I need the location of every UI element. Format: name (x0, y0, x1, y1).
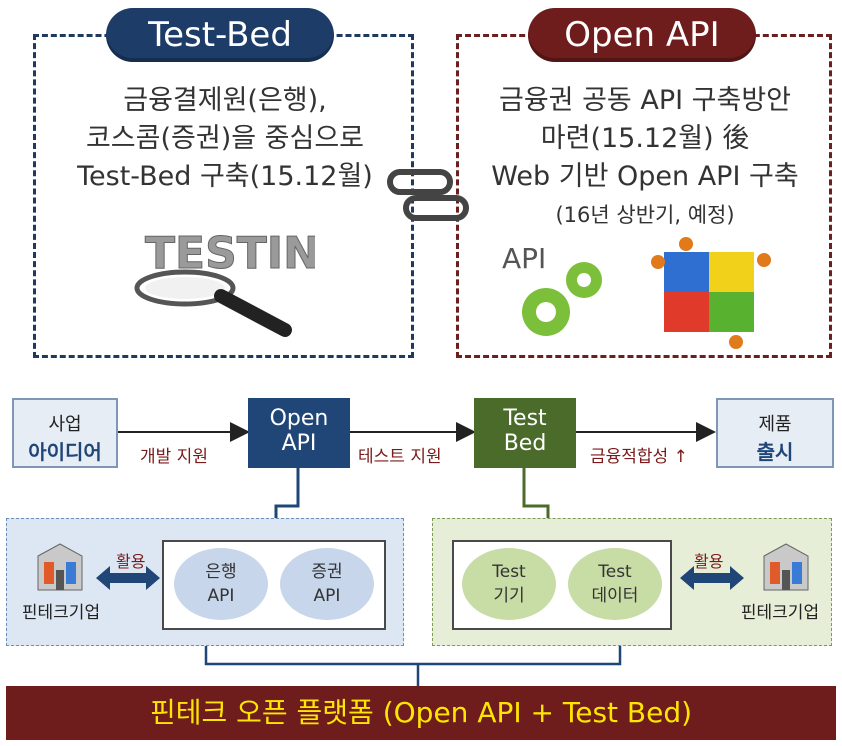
securities-api-ellipse: 증권 API (280, 548, 374, 620)
openapi-line3: Web 기반 Open API 구축 (491, 161, 799, 192)
chain-link-icon (387, 169, 469, 221)
right-fintech-company-label: 핀테크기업 (740, 603, 820, 623)
fintech-platform-bar: 핀테크 오픈 플랫폼 (Open API + Test Bed) (6, 686, 836, 740)
right-use-label: 활용 (694, 552, 724, 571)
securities-api-line2: API (313, 586, 341, 606)
product-line1: 제품 (758, 414, 792, 435)
building-icon (763, 543, 809, 591)
idea-line2: 아이디어 (28, 440, 102, 464)
openapi-flow-line1: Open (269, 406, 329, 431)
test-data-ellipse: Test 데이터 (568, 548, 662, 620)
gear-api-label: API (502, 242, 546, 275)
openapi-line2: 마련(15.12월) 後 (540, 123, 750, 154)
testbed-flow-box: Test Bed (474, 398, 576, 468)
testbed-line2: 코스콤(증권)을 중심으로 (85, 123, 365, 154)
openapi-line4: (16년 상반기, 예정) (555, 203, 735, 227)
bank-api-line1: 은행 (205, 562, 237, 582)
testbed-line1: 금융결제원(은행), (123, 85, 327, 116)
business-idea-box: 사업 아이디어 (12, 398, 118, 468)
product-launch-box: 제품 출시 (716, 398, 834, 468)
bank-api-line2: API (207, 586, 235, 606)
test-device-line1: Test (492, 562, 526, 582)
openapi-flow-line2: API (281, 431, 317, 456)
financial-fit-label: 금융적합성 ↑ (590, 447, 688, 467)
dev-support-label: 개발 지원 (140, 447, 208, 467)
openapi-title-pill: Open API (528, 8, 756, 62)
bank-api-ellipse: 은행 API (174, 548, 268, 620)
openapi-flow-box: Open API (248, 398, 350, 468)
testbed-flow-line2: Bed (503, 431, 547, 456)
test-device-line2: 기기 (493, 586, 525, 606)
testbed-line3: Test-Bed 구축(15.12월) (77, 161, 373, 192)
testbed-title-pill: Test-Bed (106, 8, 334, 62)
left-use-label: 활용 (116, 552, 146, 571)
test-device-ellipse: Test 기기 (462, 548, 556, 620)
product-line2: 출시 (756, 440, 794, 464)
building-icon (37, 543, 83, 591)
test-support-label: 테스트 지원 (358, 447, 442, 467)
testing-magnifier-image: TESTING (134, 228, 315, 337)
double-arrow-icon (680, 566, 744, 590)
api-gears-image: API (502, 242, 602, 336)
openapi-line1: 금융권 공동 API 구축방안 (498, 85, 792, 116)
testbed-flow-line1: Test (503, 406, 547, 431)
puzzle-team-image (651, 237, 771, 349)
securities-api-line1: 증권 (311, 562, 343, 582)
left-fintech-company-label: 핀테크기업 (21, 603, 101, 623)
double-arrow-icon (96, 566, 160, 590)
test-data-line2: 데이터 (591, 586, 639, 606)
test-data-line1: Test (598, 562, 632, 582)
idea-line1: 사업 (48, 414, 82, 435)
